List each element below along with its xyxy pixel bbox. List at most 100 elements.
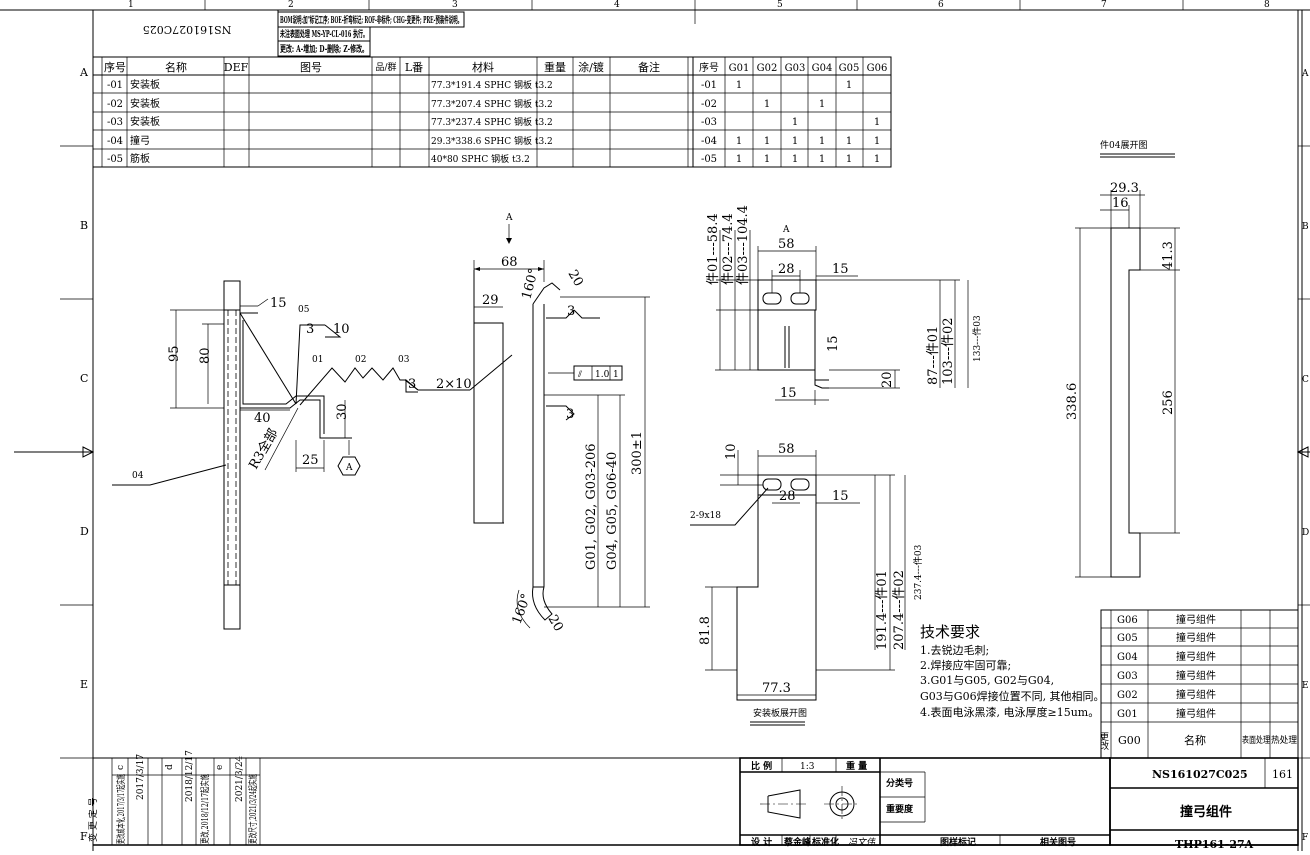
rev-2-mark: d bbox=[165, 764, 175, 770]
tech-requirements: 技术要求 1.去锐边毛刺; 2.焊接应牢固可靠; 3.G01与G05, G02与… bbox=[920, 623, 1105, 719]
qty-cell-3-5: 1 bbox=[846, 136, 852, 147]
qty-cell-2-6: 1 bbox=[874, 117, 880, 128]
bom-row-1-no: -01 bbox=[107, 80, 123, 91]
tb-drawing-mark-label: 图样标记 bbox=[940, 836, 976, 848]
left-weld-label-05: 05 bbox=[298, 305, 310, 315]
qty-cell-4-4: 1 bbox=[819, 154, 825, 165]
rev-2-date: 2018/12/17 bbox=[185, 750, 195, 802]
qty-cell-1-0: -02 bbox=[701, 99, 717, 110]
col-number-2: 2 bbox=[288, 0, 294, 10]
p04-dim-41-3: 41.3 bbox=[1161, 241, 1176, 270]
bom-row-2-name: 安装板 bbox=[130, 97, 160, 110]
bom-header-drawing: 图号 bbox=[300, 61, 322, 74]
bom-row-5-no: -05 bbox=[107, 154, 123, 165]
qty-table bbox=[692, 56, 892, 168]
mid-dim-g04-g06: G04, G05, G06-40 bbox=[605, 452, 620, 570]
bom-header-def: DEF bbox=[224, 61, 249, 74]
tb-page-number: 161 bbox=[1272, 768, 1293, 781]
rev-side-label: 变 更 定 号 bbox=[87, 797, 99, 842]
bom-note-2: 未注表面处理 MS-YP-CL-016 执行。 bbox=[279, 28, 368, 40]
variant-code-5: G02 bbox=[1117, 690, 1138, 701]
left-weld-label-03: 03 bbox=[398, 355, 410, 365]
mid-dim-160-bottom: 160° bbox=[510, 592, 535, 627]
col-number-3: 3 bbox=[452, 0, 458, 10]
bom-note-3: 更改: A-增加; D-删除; Z-修改。 bbox=[280, 43, 368, 55]
ur-dim-58: 58 bbox=[778, 237, 795, 252]
left-dim-30: 30 bbox=[335, 403, 350, 420]
ur-dim-87: 87---件01 bbox=[926, 326, 941, 385]
bom-header-name: 名称 bbox=[165, 60, 187, 74]
qty-cell-1-2: 1 bbox=[764, 99, 770, 110]
left-dim-15: 15 bbox=[270, 296, 287, 311]
ur-dim-15-side: 15 bbox=[826, 335, 841, 352]
top-left-header: NS161027C025 BOM说明:加"标记工序; BOE-折弯标记; ROF… bbox=[93, 10, 465, 58]
qty-cell-3-6: 1 bbox=[874, 136, 880, 147]
qty-cell-4-2: 1 bbox=[764, 154, 770, 165]
row-letter-b: B bbox=[80, 219, 88, 232]
variant-footer-prefix: 更改 bbox=[1098, 732, 1109, 751]
qty-header-5: G05 bbox=[839, 63, 860, 74]
left-dim-25: 25 bbox=[302, 453, 319, 468]
qty-header-6: G06 bbox=[867, 63, 888, 74]
view-left-assembly: 15 95 80 40 30 25 R3全部 05 3 10 01 02 03 … bbox=[112, 280, 472, 630]
tb-approver: 冯文伟 bbox=[848, 837, 876, 848]
left-weld-label-02: 02 bbox=[355, 355, 366, 365]
qty-header-3: G03 bbox=[785, 63, 806, 74]
mid-dim-20-bottom: 20 bbox=[545, 613, 566, 635]
mid-dim-20-top: 20 bbox=[565, 268, 586, 290]
qty-cell-4-1: 1 bbox=[736, 154, 742, 165]
rev-1-text: 更改成本化,2017/3/17起实施 bbox=[115, 774, 127, 844]
ur-dim-58-4: 件01---58.4 bbox=[706, 213, 721, 285]
tb-designer: 蔡金峰 bbox=[783, 836, 812, 848]
qty-cell-2-0: -03 bbox=[701, 117, 717, 128]
row-letter-f: F bbox=[80, 830, 88, 843]
variant-code-3: G04 bbox=[1117, 652, 1138, 663]
fp-dim-28: 28 bbox=[779, 489, 796, 504]
bom-header-material: 材料 bbox=[472, 60, 494, 74]
variant-code-2: G05 bbox=[1117, 633, 1138, 644]
variant-code-1: G06 bbox=[1117, 615, 1138, 626]
bom-header-lban: L番 bbox=[405, 61, 423, 74]
rev-3-date: 2021/3/24 bbox=[235, 756, 245, 802]
rev-1-date: 2017/3/17 bbox=[136, 754, 146, 800]
right-row-letter-c: C bbox=[1302, 375, 1309, 385]
bom-row-4-no: -04 bbox=[107, 136, 123, 147]
bom-table: 序号 名称 DEF 图号 品/群 L番 材料 重量 涂/镀 备注 -01 安装板… bbox=[92, 56, 694, 168]
variant-code-4: G03 bbox=[1117, 671, 1138, 682]
left-balloon-a: A bbox=[345, 463, 353, 473]
qty-cell-0-5: 1 bbox=[846, 80, 852, 91]
left-dim-95: 95 bbox=[167, 345, 182, 362]
left-weld-label-01: 01 bbox=[312, 355, 323, 365]
variant-name-5: 撞弓组件 bbox=[1176, 688, 1216, 701]
tb-class-label: 分类号 bbox=[886, 777, 913, 789]
tech-req-item-1: 1.去锐边毛刺; bbox=[920, 643, 989, 657]
row-letter-d: D bbox=[80, 525, 89, 538]
variant-name-3: 撞弓组件 bbox=[1176, 650, 1216, 663]
variant-name-6: 撞弓组件 bbox=[1176, 707, 1216, 720]
rev-2-text: 更改,2018/12/17起实施 bbox=[199, 774, 211, 844]
left-dim-40: 40 bbox=[254, 411, 271, 426]
qty-header-4: G04 bbox=[812, 63, 833, 74]
qty-header-2: G02 bbox=[757, 63, 778, 74]
bom-row-2-no: -02 bbox=[107, 99, 123, 110]
p04-dim-29-3: 29.3 bbox=[1110, 181, 1139, 196]
row-letter-e: E bbox=[80, 678, 88, 691]
mid-view-label: A bbox=[505, 213, 513, 223]
view-flat-part04: 件04展开图 29.3 16 41.3 338.6 256 bbox=[1065, 139, 1180, 578]
bom-row-4-material: 29.3*338.6 SPHC 钢板 t3.2 bbox=[431, 135, 553, 147]
view-flat-plate: 10 58 28 15 2-9x18 191.4---件01 207.4---件… bbox=[690, 442, 924, 726]
tb-drawing-number: NS161027C025 bbox=[1152, 768, 1248, 781]
mid-weld-3-top: 3 bbox=[567, 304, 575, 319]
right-row-letter-d: D bbox=[1302, 528, 1309, 538]
qty-cell-2-3: 1 bbox=[792, 117, 798, 128]
bom-header-remarks: 备注 bbox=[638, 60, 660, 74]
bom-header-no: 序号 bbox=[104, 60, 126, 74]
left-weld-3a: 3 bbox=[306, 322, 314, 337]
tb-related-label: 相关图号 bbox=[1040, 836, 1076, 848]
left-dim-80: 80 bbox=[198, 347, 213, 364]
ur-dim-104-4: 件03---104.4 bbox=[736, 205, 751, 285]
bom-row-1-material: 77.3*191.4 SPHC 钢板 t3.2 bbox=[431, 79, 553, 91]
tb-standard-label: 标准化 bbox=[811, 836, 839, 848]
